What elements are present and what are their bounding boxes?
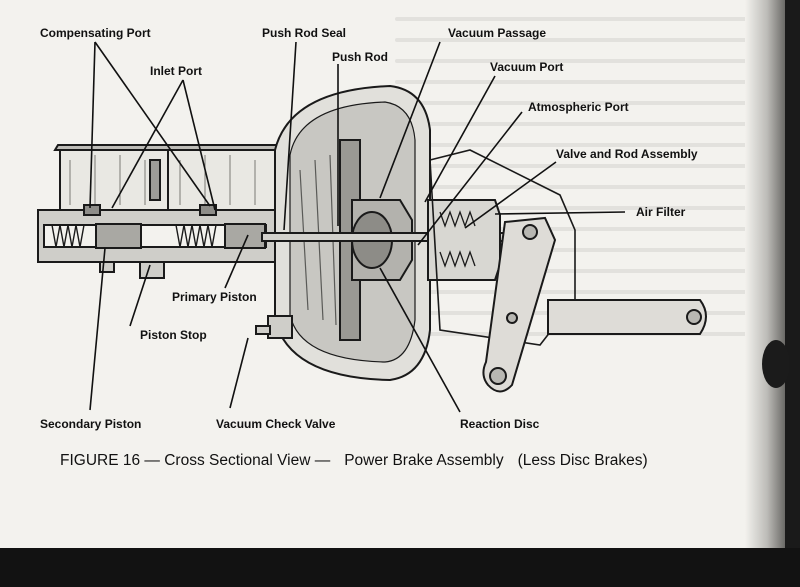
compensating-port-label: Compensating Port [40, 26, 151, 40]
pedal-lever [482, 216, 707, 393]
binder-hole [762, 340, 790, 388]
figure-caption: FIGURE 16 — Cross Sectional View — Power … [60, 452, 662, 470]
push-rod-label: Push Rod [332, 50, 388, 64]
valve-housing [427, 149, 576, 346]
vacuum-port-label: Vacuum Port [490, 60, 564, 74]
leader-lines [89, 41, 626, 413]
valve-and-rod-assembly-label: Valve and Rod Assembly [556, 147, 698, 161]
figure-note: (Less Disc Brakes) [517, 452, 648, 469]
push-rod-seal-label: Push Rod Seal [262, 26, 347, 40]
inlet-port-label: Inlet Port [150, 64, 203, 78]
vacuum-passage-label: Vacuum Passage [448, 26, 547, 40]
brake-assembly-diagram [37, 41, 707, 413]
figure-number: FIGURE 16 — Cross Sectional View — [60, 452, 331, 469]
master-cylinder [37, 144, 284, 279]
scanner-edge [0, 548, 800, 587]
vacuum-check-valve-label: Vacuum Check Valve [216, 417, 336, 431]
check-valve [255, 315, 293, 339]
page-curl-shadow [745, 0, 785, 548]
primary-piston-label: Primary Piston [172, 290, 257, 304]
air-filter-label: Air Filter [636, 205, 686, 219]
reaction-disc-label: Reaction Disc [460, 417, 540, 431]
bleed-through-text [395, 0, 755, 460]
secondary-piston-label: Secondary Piston [40, 417, 142, 431]
piston-stop-label: Piston Stop [140, 328, 207, 342]
figure-title: Power Brake Assembly [344, 452, 504, 469]
atmospheric-port-label: Atmospheric Port [528, 100, 629, 114]
